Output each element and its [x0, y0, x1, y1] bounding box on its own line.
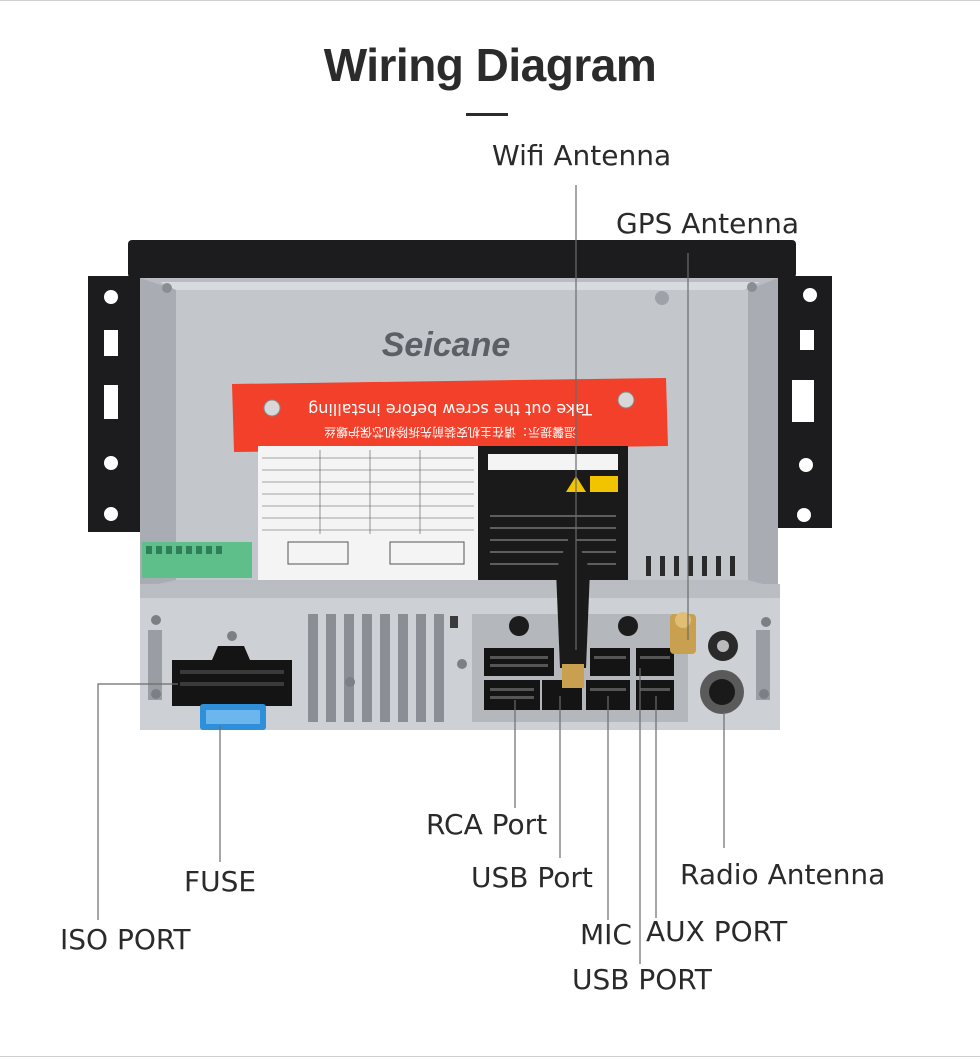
right-bracket-slot	[800, 330, 814, 350]
title-underline	[466, 113, 508, 116]
screw-icon	[617, 391, 635, 409]
rca-connector-lower	[484, 680, 540, 710]
label-mic: MIC	[580, 918, 632, 951]
label-aux-port: AUX PORT	[646, 915, 788, 948]
right-bracket-slot	[792, 380, 814, 422]
screw-icon	[263, 399, 281, 417]
rca-connector	[484, 648, 554, 676]
label-iso-port: ISO PORT	[60, 923, 191, 956]
label-fuse: FUSE	[184, 865, 257, 898]
mic-connector	[590, 648, 630, 676]
warning-text-en: Take out the screw before installing	[308, 400, 593, 419]
right-bracket-hole	[797, 508, 811, 522]
label-usb-port-2: USB PORT	[572, 963, 712, 996]
aux-connector	[636, 648, 674, 676]
label-wifi-antenna: Wifi Antenna	[492, 139, 672, 172]
left-bracket-hole	[104, 456, 118, 470]
bottom-border	[0, 1056, 980, 1057]
left-bracket-slot	[104, 330, 118, 356]
warning-sticker	[232, 378, 668, 452]
warning-text-cn: 温馨提示：请在主机安装前先拆除机芯保护螺丝	[324, 425, 576, 440]
usb-port-connector	[636, 680, 674, 710]
label-radio-antenna: Radio Antenna	[680, 858, 886, 891]
top-border	[0, 0, 980, 1]
label-rca-port: RCA Port	[426, 808, 548, 841]
label-gps-antenna: GPS Antenna	[616, 207, 800, 240]
right-bracket-hole	[799, 458, 813, 472]
heat-sink	[308, 614, 444, 722]
iso-connector	[172, 646, 292, 706]
left-bracket-slot	[104, 385, 118, 419]
label-usb-port: USB Port	[471, 861, 593, 894]
wiring-spec-sticker	[258, 446, 478, 580]
wifi-antenna	[556, 530, 590, 668]
left-bracket-hole	[104, 507, 118, 521]
left-bracket-hole	[104, 290, 118, 304]
iso-leader	[97, 683, 178, 920]
page-title: Wiring Diagram	[323, 39, 657, 91]
right-bracket-hole	[803, 288, 817, 302]
leader-lines	[97, 185, 725, 964]
top-vent-slots	[646, 556, 735, 576]
top-frame	[128, 240, 796, 278]
brand-logo: Seicane	[382, 326, 511, 364]
